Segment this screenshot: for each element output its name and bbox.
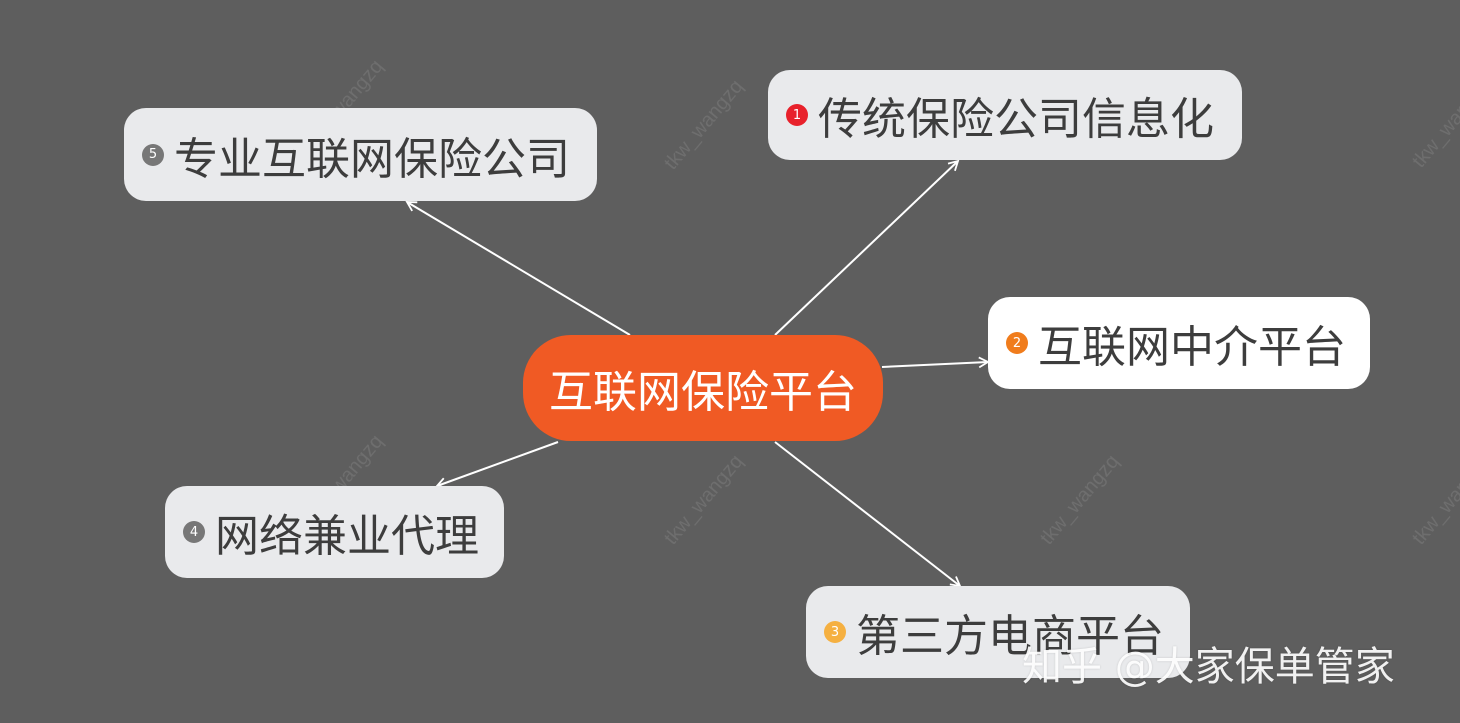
priority-marker-5: 5 [142,143,164,166]
branch-label: 互联网中介平台 [1038,322,1346,373]
branch-node-internet-insurer[interactable]: 5 专业互联网保险公司 [124,108,597,201]
central-topic-label: 互联网保险平台 [549,367,857,418]
branch-label: 第三方电商平台 [856,611,1164,662]
priority-marker-3: 3 [824,621,846,643]
central-topic[interactable]: 互联网保险平台 [523,335,883,441]
branch-node-online-agency[interactable]: 4 网络兼业代理 [165,486,504,578]
branch-label: 传统保险公司信息化 [818,94,1214,145]
priority-marker-4: 4 [183,521,205,543]
branch-label: 专业互联网保险公司 [174,133,570,185]
connector-arrow [435,441,559,489]
priority-marker-1: 1 [786,104,808,126]
branch-label: 网络兼业代理 [215,511,479,562]
branch-node-ecommerce-platform[interactable]: 3 第三方电商平台 [806,586,1190,678]
connector-arrow [774,441,962,588]
connector-arrow [774,159,960,336]
priority-marker-2: 2 [1006,332,1028,354]
branch-node-intermediary-platform[interactable]: 2 互联网中介平台 [988,297,1370,389]
source-credit: 知乎 @大家保单管家 [1022,644,1395,690]
branch-node-traditional-insurer[interactable]: 1 传统保险公司信息化 [768,70,1242,160]
connector-arrow [881,356,990,369]
connector-arrow [405,201,631,336]
